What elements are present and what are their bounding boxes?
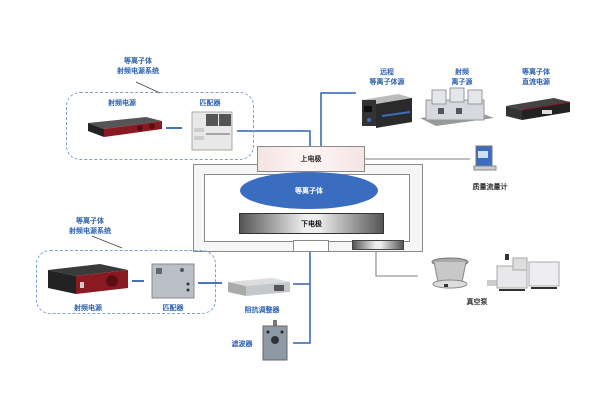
rf-ion-source-icon [420,87,494,126]
rf-ion-source-line2: 离子源 [451,78,473,86]
dc-power-line2: 直流电源 [522,78,550,86]
bottom-matcher-label: 匹配器 [162,304,184,312]
plasma-label: 等离子体 [295,186,323,195]
dry-pump-device [485,254,561,294]
callout-top [135,81,161,94]
dc-power-label: 等离子体 直流电源 [511,67,561,87]
matcher-icon [191,111,233,151]
rf-ion-source-line1: 射频 [455,68,469,76]
bottom-rf-power-label: 射频电源 [74,304,102,312]
top-matcher-label: 匹配器 [199,99,221,107]
rf-power-icon [88,117,162,137]
filter-label: 滤波器 [231,340,253,348]
top-electrode: 上电极 [257,146,365,172]
remote-plasma-source-device [360,92,414,130]
bottom-rf-system-title: 等离子体 射频电源系统 [60,216,120,236]
bottom-rf-power-device [46,262,130,298]
dc-power-line1: 等离子体 [522,68,550,76]
rf-power-icon [48,264,128,294]
vacuum-pump-label: 真空泵 [466,298,488,306]
dry-pump-icon [487,254,560,291]
chamber-pump-port [352,240,404,250]
impedance-tuner-device [226,276,292,298]
top-rf-power-label: 射频电源 [108,99,136,107]
bottom-rf-system-title-line2: 射频电源系统 [69,227,111,235]
link-electrode-sources [320,92,356,146]
matcher-icon [151,263,195,299]
bottom-rf-system-title-line1: 等离子体 [76,217,104,225]
link-chamber-pump [375,249,418,277]
bottom-rf-system-group [36,250,216,314]
mass-flow-meter-device [470,144,500,176]
mass-flow-meter-icon [473,145,497,171]
impedance-tuner-label: 阻抗调整器 [244,306,280,314]
top-rf-system-group [66,92,254,160]
top-rf-system-title-line1: 等离子体 [124,57,152,65]
top-rf-system-title: 等离子体 射频电源系统 [108,56,168,76]
remote-source-icon [362,94,412,128]
chamber-port-left [293,240,329,252]
filter-icon [262,320,288,361]
rf-ion-source-device [418,86,496,132]
remote-source-line1: 远程 [380,68,394,76]
top-matcher-device [190,108,236,152]
top-rf-system-title-line2: 射频电源系统 [117,67,159,75]
remote-plasma-source-label: 远程 等离子体源 [362,67,412,87]
top-electrode-label: 上电极 [300,155,322,163]
remote-source-line2: 等离子体源 [369,78,405,86]
turbo-pump-device [430,256,470,296]
plasma-region: 等离子体 [240,172,378,209]
bottom-matcher-device [150,262,196,300]
mass-flow-meter-label: 质量流量计 [472,183,508,191]
bottom-electrode: 下电极 [239,213,384,234]
dc-power-device [504,96,572,126]
bottom-electrode-label: 下电极 [301,219,322,228]
callout-bottom [91,235,123,249]
rf-ion-source-label: 射频 离子源 [437,67,487,87]
filter-device [260,320,290,362]
top-rf-power-device [84,115,164,139]
turbo-pump-icon [431,257,469,289]
link-bottom-electrode-feed [293,232,311,344]
dc-power-icon [506,98,571,120]
link-matcher-top-electrode [237,130,311,146]
impedance-tuner-icon [228,278,290,296]
